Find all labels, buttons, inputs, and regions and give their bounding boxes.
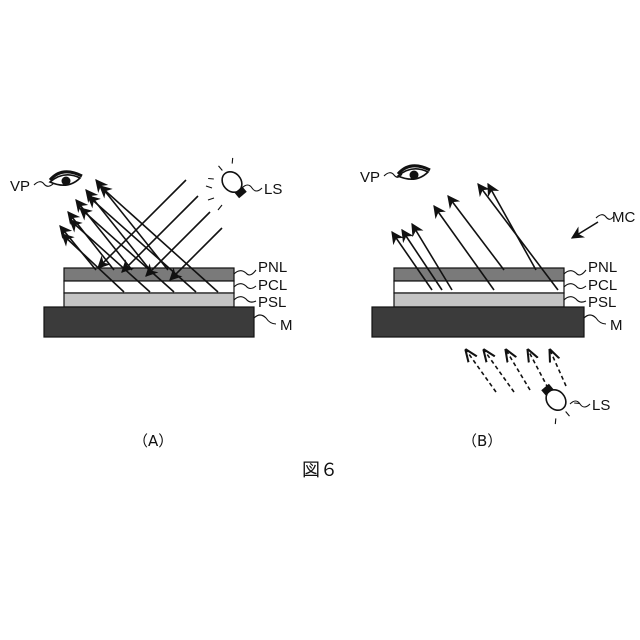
panel-b: VP MC LS PNL PCL PSL M （B）	[360, 166, 635, 450]
light-label-a: LS	[264, 181, 282, 198]
mirror-b	[372, 307, 584, 337]
layer-label-m-a: M	[280, 317, 293, 334]
layer-label-psl-b: PSL	[588, 294, 616, 311]
caption-b: （B）	[462, 432, 502, 450]
panel-a: VP LS PNL PCL PSL M （A）	[10, 156, 293, 450]
layer-pcl-b	[394, 281, 564, 293]
mirror-a	[44, 307, 254, 337]
layer-label-pnl-a: PNL	[258, 259, 287, 276]
layer-label-pcl-a: PCL	[258, 277, 287, 294]
eye-icon	[50, 172, 82, 186]
layer-label-pnl-b: PNL	[588, 259, 617, 276]
viewer-label-a: VP	[10, 178, 30, 195]
eye-icon	[398, 166, 430, 180]
figure-title: 図６	[302, 460, 338, 481]
layer-label-m-b: M	[610, 317, 623, 334]
layer-psl-b	[394, 293, 564, 307]
layer-label-psl-a: PSL	[258, 294, 286, 311]
light-label-b: LS	[592, 397, 610, 414]
dashed-light-rays-b	[466, 350, 566, 392]
layer-label-pcl-b: PCL	[588, 277, 617, 294]
incident-rays-a	[98, 180, 222, 280]
caption-a: （A）	[133, 432, 173, 450]
layer-psl-a	[64, 293, 234, 307]
module-label-b: MC	[612, 209, 635, 226]
viewer-label-b: VP	[360, 169, 380, 186]
